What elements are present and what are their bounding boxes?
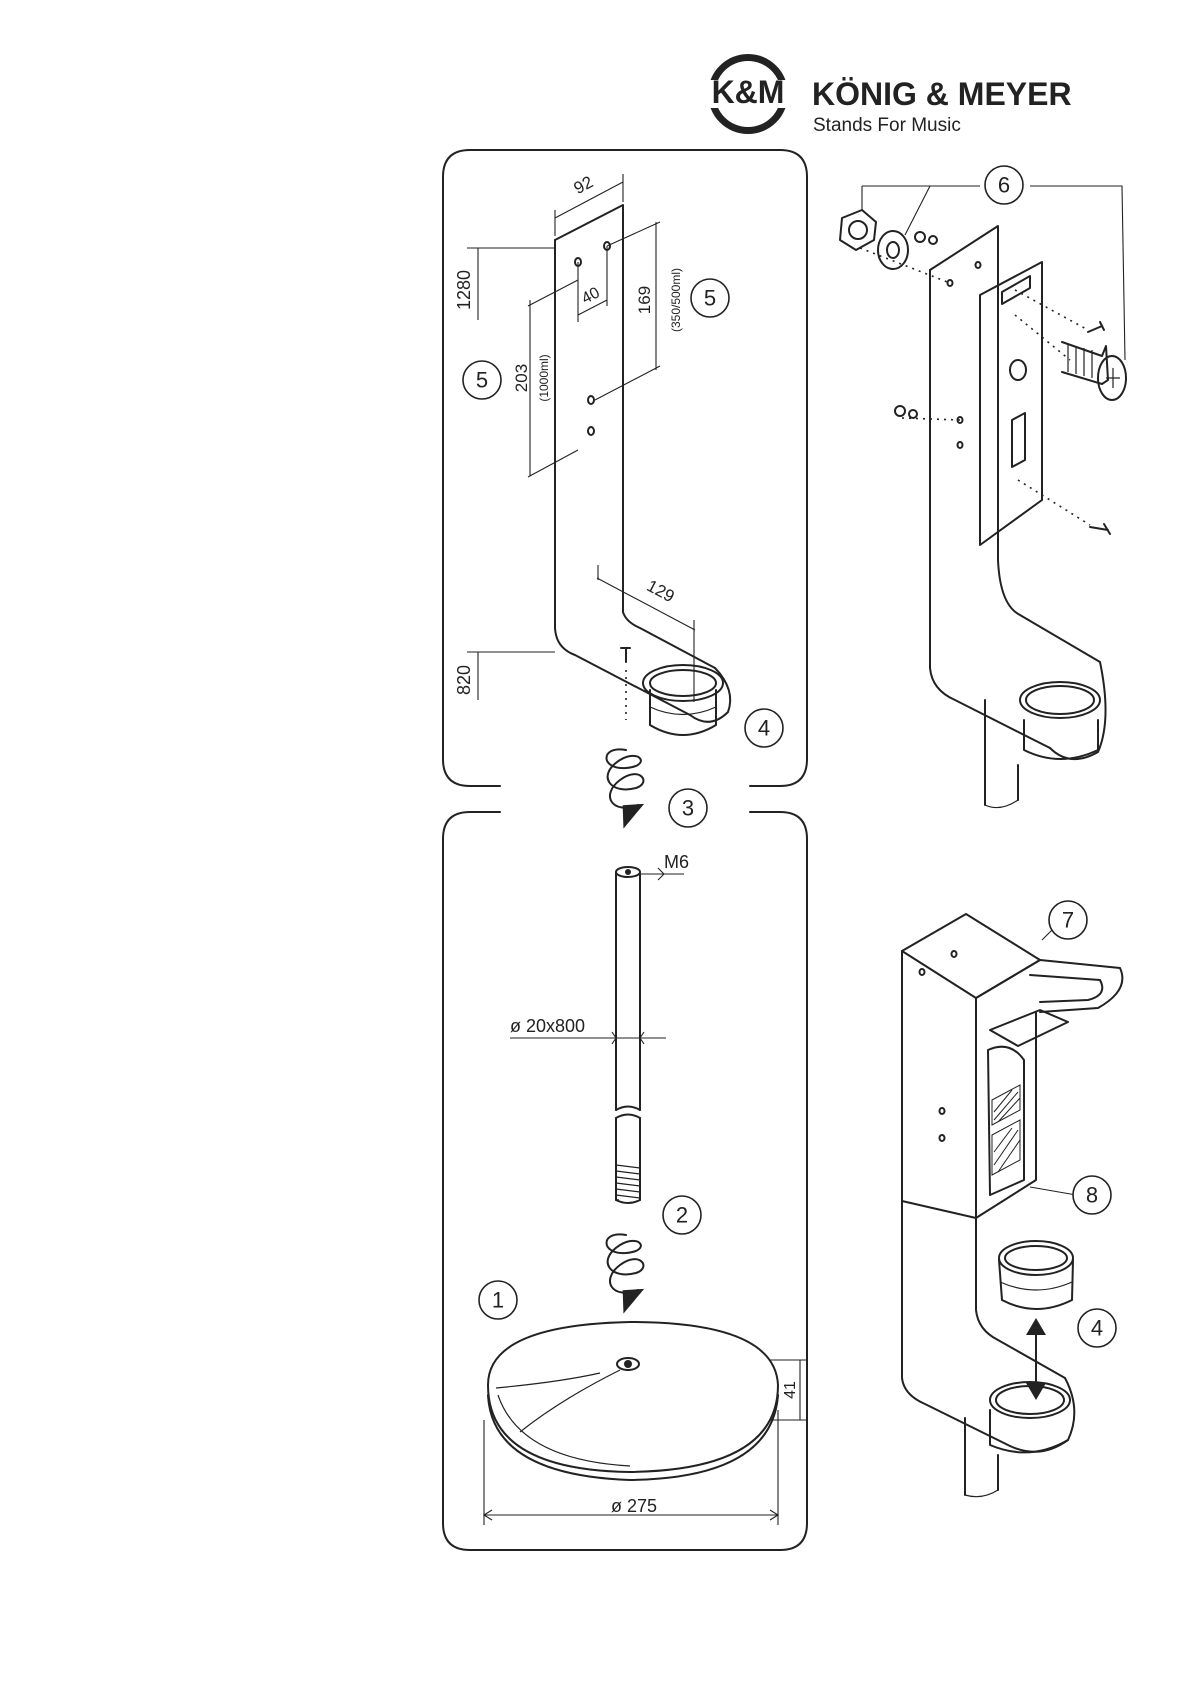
callout-4-right: 4: [1078, 1309, 1116, 1347]
callout-1: 1: [479, 1281, 517, 1319]
callout-7: 7: [1049, 901, 1087, 939]
svg-text:6: 6: [998, 173, 1010, 198]
brand-tagline: Stands For Music: [813, 115, 961, 136]
callout-6-leader: [862, 186, 1125, 360]
panel-bottom-frame: [443, 812, 807, 1550]
svg-text:ø 20x800: ø 20x800: [510, 1016, 585, 1036]
svg-text:M6: M6: [664, 852, 689, 872]
dim-height-top: 1280: [454, 248, 555, 320]
dim-spacing-large: 203 (1000ml): [512, 280, 578, 477]
dim-arm-length: 129: [597, 565, 695, 702]
svg-text:8: 8: [1086, 1183, 1098, 1208]
dim-height-bottom: 820: [454, 652, 555, 700]
svg-text:5: 5: [476, 368, 488, 393]
svg-text:41: 41: [782, 1381, 799, 1399]
screw-arrow-upper: [607, 749, 645, 832]
callout-2: 2: [663, 1196, 701, 1234]
logo-text: K&M: [712, 74, 785, 110]
dim-plate-width: 92: [555, 172, 623, 236]
svg-text:4: 4: [1091, 1316, 1103, 1341]
svg-text:129: 129: [644, 576, 678, 606]
callout-5-right: 5: [691, 279, 729, 317]
svg-text:1280: 1280: [454, 270, 474, 310]
dim-hole-spacing: 40: [578, 246, 607, 322]
svg-text:203: 203: [512, 364, 531, 392]
callout-4-left: 4: [745, 709, 783, 747]
wall-bracket-hardware: [840, 210, 1126, 808]
svg-text:(350/500ml): (350/500ml): [669, 268, 683, 332]
svg-text:1: 1: [492, 1288, 504, 1313]
svg-text:(1000ml): (1000ml): [537, 354, 551, 401]
svg-text:820: 820: [454, 665, 474, 695]
screw-arrow-lower: [607, 1234, 645, 1317]
panel-top-frame: [443, 150, 807, 786]
callout-5-left: 5: [463, 361, 501, 399]
svg-text:3: 3: [682, 796, 694, 821]
tube: [616, 867, 640, 1203]
svg-text:92: 92: [571, 172, 597, 198]
callout-8: 8: [1073, 1176, 1111, 1214]
svg-text:4: 4: [758, 716, 770, 741]
svg-text:5: 5: [704, 286, 716, 311]
svg-text:2: 2: [676, 1203, 688, 1228]
dim-thread: M6: [640, 852, 689, 880]
base-plate: [488, 1322, 778, 1480]
callout-6: 6: [985, 166, 1023, 204]
callout-3: 3: [669, 789, 707, 827]
dim-tube: ø 20x800: [510, 1016, 666, 1044]
svg-text:7: 7: [1062, 908, 1074, 933]
dim-base-diameter: ø 275: [484, 1410, 778, 1525]
km-logo: K&M: [700, 54, 796, 134]
svg-text:ø 275: ø 275: [611, 1496, 657, 1516]
brand-name: KÖNIG & MEYER: [812, 76, 1072, 112]
svg-text:169: 169: [635, 286, 654, 314]
